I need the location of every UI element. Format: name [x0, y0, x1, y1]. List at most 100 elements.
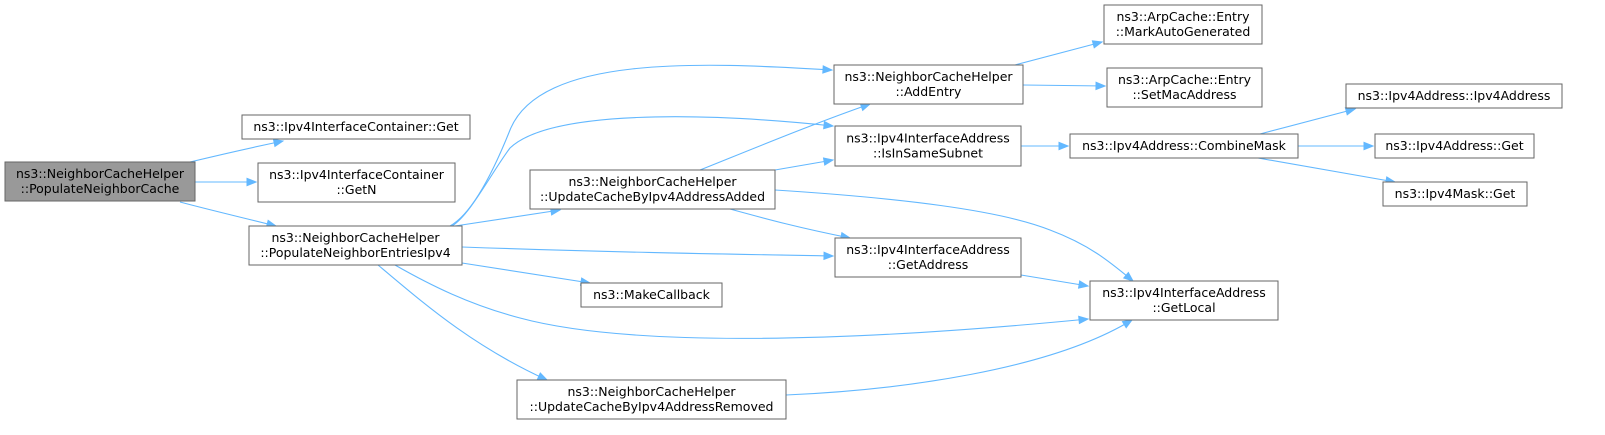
node-label-line: ns3::Ipv4InterfaceAddress [846, 242, 1010, 257]
node-box[interactable] [1069, 133, 1299, 159]
node-label-line: ::IsInSameSubnet [873, 146, 983, 161]
node-label-line: ns3::Ipv4Address::Get [1385, 138, 1523, 153]
edge-line [729, 208, 851, 239]
node-box[interactable] [529, 169, 776, 210]
edge-updateRemoved-to-getLocal [785, 319, 1134, 396]
node-combineMask[interactable]: ns3::Ipv4Address::CombineMask [1069, 133, 1299, 159]
node-box[interactable] [1089, 280, 1279, 321]
node-box[interactable] [1106, 67, 1263, 108]
arrowhead [823, 120, 835, 130]
node-ifcGet[interactable]: ns3::Ipv4InterfaceContainer::Get [241, 114, 471, 140]
edge-updateAdded-to-getLocal [774, 189, 1135, 282]
node-isInSameSubnet[interactable]: ns3::Ipv4InterfaceAddress::IsInSameSubne… [834, 125, 1022, 167]
edge-line [1259, 108, 1356, 135]
node-label-line: ::MarkAutoGenerated [1116, 24, 1251, 39]
node-label-line: ::UpdateCacheByIpv4AddressRemoved [530, 399, 774, 414]
node-updateRemoved[interactable]: ns3::NeighborCacheHelper::UpdateCacheByI… [516, 379, 787, 420]
node-ipv4Get[interactable]: ns3::Ipv4Address::Get [1374, 133, 1535, 159]
edge-populateEntries-to-updateRemoved [377, 264, 549, 381]
node-populateNeighborCache[interactable]: ns3::NeighborCacheHelper::PopulateNeighb… [4, 161, 196, 202]
edge-line [461, 262, 591, 284]
node-label-line: ::PopulateNeighborCache [21, 181, 180, 196]
edge-line [1014, 41, 1103, 66]
arrowhead [536, 372, 549, 381]
edge-updateAdded-to-getAddress [729, 208, 852, 241]
edge-addEntry-to-markAuto [1014, 40, 1104, 66]
edge-populateNeighborCache-to-populateEntries [179, 201, 278, 228]
node-ipv4Ctor[interactable]: ns3::Ipv4Address::Ipv4Address [1345, 83, 1563, 109]
node-label-line: ns3::ArpCache::Entry [1118, 72, 1252, 87]
node-box[interactable] [833, 64, 1024, 105]
node-maskGet[interactable]: ns3::Ipv4Mask::Get [1382, 181, 1528, 207]
node-box[interactable] [4, 161, 196, 202]
node-setMac[interactable]: ns3::ArpCache::Entry::SetMacAddress [1106, 67, 1263, 108]
node-label-line: ns3::NeighborCacheHelper [568, 174, 737, 189]
node-label-line: ns3::Ipv4InterfaceAddress [1102, 285, 1266, 300]
node-box[interactable] [834, 125, 1022, 167]
edge-line [454, 209, 561, 227]
arrowhead [1122, 271, 1135, 282]
edge-populateEntries-to-getAddress [461, 246, 835, 261]
node-label-line: ::GetAddress [888, 257, 968, 272]
nodes-layer: ns3::NeighborCacheHelper::PopulateNeighb… [4, 4, 1563, 420]
node-box[interactable] [248, 225, 463, 266]
node-label-line: ::PopulateNeighborEntriesIpv4 [260, 245, 450, 260]
node-markAuto[interactable]: ns3::ArpCache::Entry::MarkAutoGenerated [1103, 4, 1263, 45]
arrowhead [272, 138, 285, 148]
node-label-line: ns3::Ipv4InterfaceAddress [846, 131, 1010, 146]
arrowhead [1078, 315, 1090, 325]
node-box[interactable] [241, 114, 471, 140]
node-label-line: ns3::Ipv4Address::CombineMask [1082, 138, 1287, 153]
node-label-line: ns3::NeighborCacheHelper [16, 166, 185, 181]
node-addEntry[interactable]: ns3::NeighborCacheHelper::AddEntry [833, 64, 1024, 105]
node-populateEntries[interactable]: ns3::NeighborCacheHelper::PopulateNeighb… [248, 225, 463, 266]
node-box[interactable] [1345, 83, 1563, 109]
edge-updateAdded-to-isInSameSubnet [774, 157, 835, 171]
node-label-line: ns3::NeighborCacheHelper [844, 69, 1013, 84]
arrowhead [1344, 107, 1357, 116]
node-updateAdded[interactable]: ns3::NeighborCacheHelper::UpdateCacheByI… [529, 169, 776, 210]
edge-line [377, 264, 548, 381]
edge-isInSameSubnet-to-combineMask [1021, 141, 1070, 151]
node-box[interactable] [580, 282, 723, 308]
edge-line [179, 201, 277, 227]
node-box[interactable] [834, 237, 1022, 278]
node-label-line: ::UpdateCacheByIpv4AddressAdded [540, 189, 765, 204]
node-getLocal[interactable]: ns3::Ipv4InterfaceAddress::GetLocal [1089, 280, 1279, 321]
node-box[interactable] [1374, 133, 1535, 159]
node-label-line: ns3::NeighborCacheHelper [567, 384, 736, 399]
edge-populateEntries-to-getLocal [394, 264, 1090, 339]
node-box[interactable] [516, 379, 787, 420]
edge-populateEntries-to-updateAdded [454, 207, 562, 227]
arrowhead [1091, 40, 1104, 49]
node-label-line: ns3::NeighborCacheHelper [271, 230, 440, 245]
edge-line [189, 140, 284, 163]
arrowhead [1363, 141, 1375, 151]
edge-addEntry-to-setMac [1022, 81, 1107, 91]
node-box[interactable] [1382, 181, 1528, 207]
edge-populateNeighborCache-to-ifcGet [189, 138, 285, 163]
edge-line [451, 116, 834, 227]
node-label-line: ::AddEntry [896, 84, 962, 99]
node-label-line: ::GetLocal [1152, 300, 1215, 315]
node-makeCallback[interactable]: ns3::MakeCallback [580, 282, 723, 308]
node-box[interactable] [1103, 4, 1263, 45]
edge-line [1022, 84, 1106, 87]
node-label-line: ::SetMacAddress [1132, 87, 1236, 102]
edge-populateEntries-to-isInSameSubnet [451, 116, 835, 227]
node-label-line: ns3::Ipv4InterfaceContainer [269, 167, 445, 182]
edge-combineMask-to-ipv4Get [1298, 141, 1375, 151]
edge-line [774, 189, 1134, 282]
node-label-line: ns3::ArpCache::Entry [1117, 9, 1251, 24]
node-box[interactable] [257, 162, 456, 203]
edges-layer [179, 40, 1397, 396]
edge-line [461, 246, 834, 257]
node-getAddress[interactable]: ns3::Ipv4InterfaceAddress::GetAddress [834, 237, 1022, 278]
edge-line [1257, 157, 1396, 183]
edge-line [699, 103, 871, 171]
edge-line [394, 264, 1089, 339]
node-ifcGetN[interactable]: ns3::Ipv4InterfaceContainer::GetN [257, 162, 456, 203]
arrowhead [246, 177, 258, 187]
node-label-line: ns3::Ipv4InterfaceContainer::Get [253, 119, 458, 134]
